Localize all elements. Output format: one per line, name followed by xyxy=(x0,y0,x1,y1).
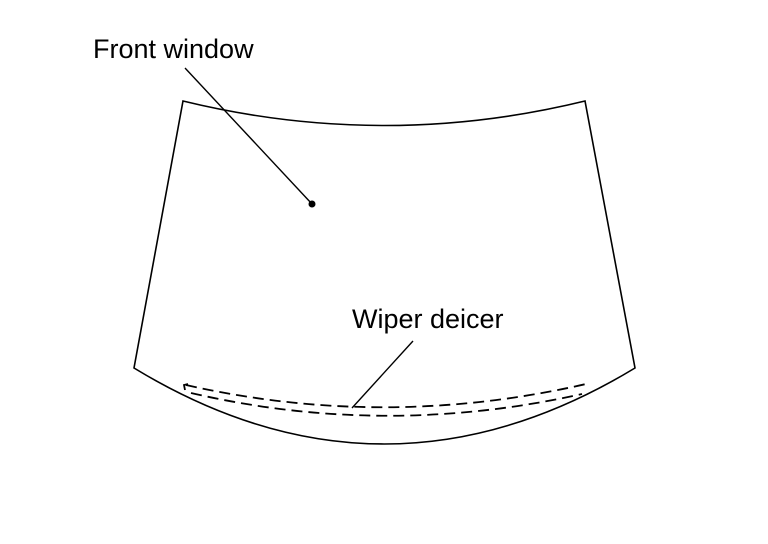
wiper-deicer-end-cap xyxy=(182,383,189,391)
wiper-deicer-label: Wiper deicer xyxy=(352,304,504,334)
front-window-label: Front window xyxy=(93,34,254,64)
front-window-outline xyxy=(133,100,636,445)
front-window-leader-line xyxy=(184,67,313,205)
wiper-deicer-line-lower xyxy=(190,392,583,417)
front-window-leader-dot xyxy=(308,200,316,208)
wiper-deicer-leader-line xyxy=(351,340,414,409)
wiper-deicer-line-upper xyxy=(185,383,587,409)
